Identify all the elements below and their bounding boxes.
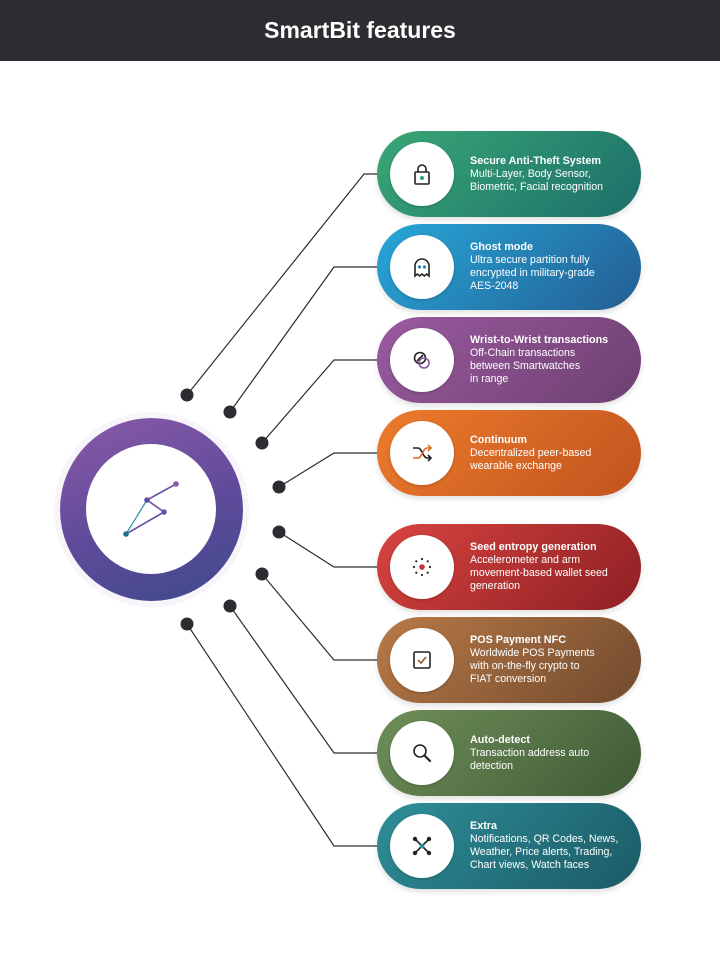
feature-description: Notifications, QR Codes, News, Weather, … <box>470 833 619 871</box>
connector-dot <box>223 405 237 419</box>
page-title: SmartBit features <box>264 17 456 43</box>
feature-description: Accelerometer and arm movement-based wal… <box>470 554 608 592</box>
feature-icon-badge <box>390 235 454 299</box>
feature-description: Worldwide POS Payments with on-the-fly c… <box>470 647 595 685</box>
connector-dot <box>272 480 286 494</box>
feature-description: Transaction address auto detection <box>470 746 590 772</box>
connector-dot <box>180 388 194 402</box>
feature-description: Multi-Layer, Body Sensor, Biometric, Fac… <box>470 167 604 193</box>
entropy-icon <box>412 557 432 577</box>
feature-icon-badge <box>390 328 454 392</box>
checkbox-icon <box>413 651 431 669</box>
feature-icon-badge <box>390 628 454 692</box>
feature-title: Secure Anti-Theft System <box>470 154 601 167</box>
feature-icon-badge <box>390 535 454 599</box>
feature-title: POS Payment NFC <box>470 634 566 646</box>
smartbit-logo-icon <box>123 481 179 537</box>
feature-title: Wrist-to-Wrist transactions <box>470 334 609 346</box>
feature-description: Ultra secure partition fully encrypted i… <box>470 254 595 292</box>
hub-center <box>86 444 216 574</box>
header-bar: SmartBit features <box>0 0 720 61</box>
feature-icon-badge <box>390 721 454 785</box>
connector-line <box>278 452 380 488</box>
connector-line <box>229 605 380 754</box>
connector-dot <box>272 525 286 539</box>
feature-title: Seed entropy generation <box>470 541 597 553</box>
connector-dot <box>255 567 269 581</box>
connector-line <box>186 173 380 396</box>
connector-line <box>261 359 380 444</box>
connector-line <box>278 531 380 568</box>
ghost-icon <box>414 258 430 278</box>
feature-icon-badge <box>390 142 454 206</box>
connector-line <box>261 573 380 661</box>
connector-line <box>186 623 380 847</box>
feature-icon-badge <box>390 814 454 878</box>
feature-title: Auto-detect <box>470 733 530 746</box>
feature-title: Extra <box>470 820 498 832</box>
feature-title: Continuum <box>470 433 527 446</box>
feature-description: Decentralized peer-based wearable exchan… <box>470 446 592 472</box>
magnifier-icon <box>413 744 432 763</box>
connector-dot <box>180 617 194 631</box>
connector-dot <box>255 436 269 450</box>
network-icon <box>412 836 432 856</box>
connector-dot <box>223 599 237 613</box>
feature-title: Ghost mode <box>470 241 533 253</box>
connector-line <box>229 266 380 413</box>
lock-icon <box>414 164 430 185</box>
token-icon <box>413 351 430 369</box>
feature-description: Off-Chain transactions between Smartwatc… <box>470 347 581 385</box>
feature-icon-badge <box>390 421 454 485</box>
shuffle-icon <box>413 444 433 462</box>
